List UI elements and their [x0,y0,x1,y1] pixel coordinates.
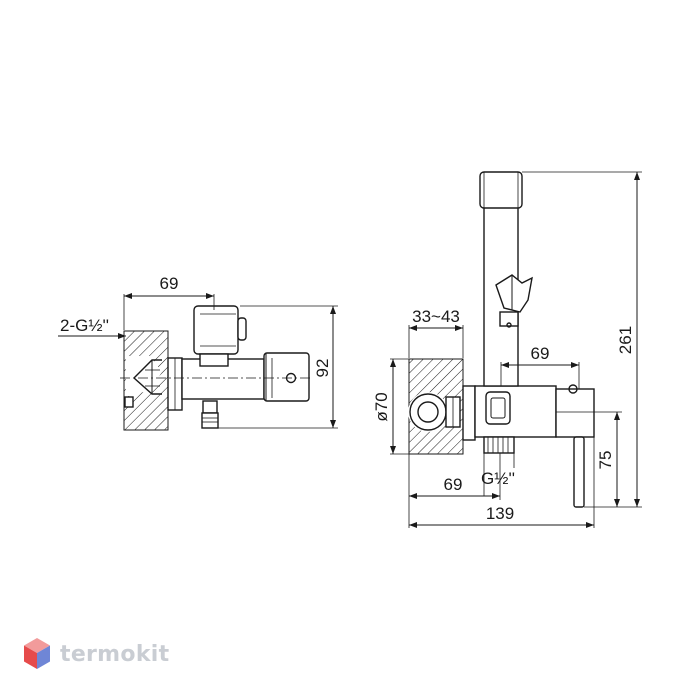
mixer-body-front [474,385,557,438]
hose-holder-side [193,305,247,367]
total-height-label: 261 [616,326,635,354]
riser-pipe [479,171,533,387]
side-thread-label: 2-G½'' [60,316,109,335]
front-thread-label: G½'' [481,469,515,488]
total-width-label: 139 [486,504,514,523]
diameter-label: ø70 [372,392,391,421]
outlet-height-label: 75 [596,451,615,470]
brand-name: termokit [60,641,170,667]
dimension-diameter: ø70 [372,358,409,455]
dimension-wall-depth: 33~43 [408,307,464,358]
wall-hatch-left [123,330,169,431]
dimension-total-height: 261 [522,171,642,508]
dimension-bottom-offset: 69 [408,453,501,528]
side-width-label: 69 [160,274,179,293]
outlet-spacing-label: 69 [531,344,550,363]
bottom-offset-label: 69 [444,475,463,494]
dimension-side-height: 92 [218,305,338,429]
hose-connector-side [201,400,219,429]
front-view: 33~43 69 261 75 [372,171,642,528]
dimension-total-width: 139 [409,437,595,528]
concealed-box [409,393,461,431]
side-view: 69 2-G½'' 92 [58,274,338,431]
side-height-label: 92 [313,359,332,378]
bottom-outlet [483,436,515,454]
lever-handle [555,384,595,508]
dimension-outlet-spacing: 69 [500,344,580,389]
dimension-outlet-height: 75 [556,411,622,507]
side-thread-callout: 2-G½'' [58,316,126,339]
dimension-side-width: 69 [123,274,215,330]
brand-logo: termokit [22,636,169,672]
wall-depth-label: 33~43 [412,307,460,326]
concealed-cartridge [124,359,162,408]
wall-flange-front [462,385,476,441]
hexagon-logo-icon [24,638,50,669]
